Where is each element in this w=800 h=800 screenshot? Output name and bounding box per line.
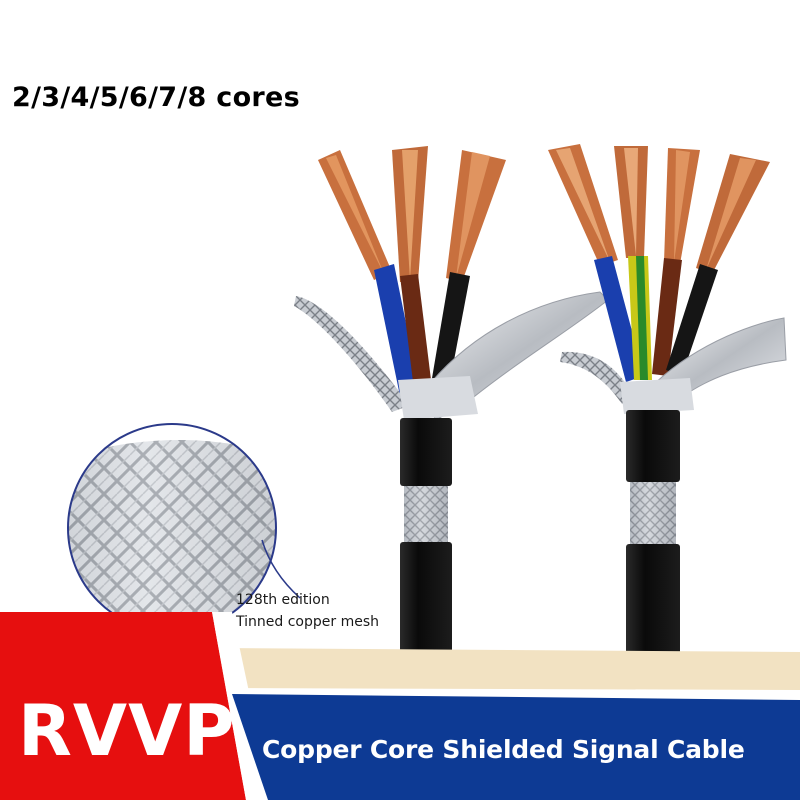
outer-jacket-lower [626, 544, 680, 664]
product-subtitle: Copper Core Shielded Signal Cable [262, 735, 745, 764]
bottom-banner [0, 612, 800, 800]
core-black [430, 272, 470, 392]
blue-banner [232, 694, 800, 800]
core-count-headline: 2/3/4/5/6/7/8 cores [12, 82, 301, 113]
core-blue [594, 256, 644, 382]
callout-line [261, 539, 301, 599]
outer-jacket-upper [400, 418, 452, 486]
core-brown [400, 274, 432, 390]
mesh-type-label: Tinned copper mesh [236, 614, 379, 630]
outer-jacket-lower [400, 542, 452, 662]
outer-jacket-upper [626, 410, 680, 482]
left-cable [294, 146, 609, 662]
core-blue [374, 264, 420, 396]
drain-braid [560, 351, 634, 404]
core-brown [652, 258, 682, 376]
core-black [666, 264, 718, 376]
drain-braid [294, 296, 408, 412]
copper-strands-icon [318, 146, 506, 282]
red-banner [0, 612, 246, 800]
cream-stripe [216, 648, 800, 690]
mesh-edition-label: 128th edition [236, 592, 330, 608]
model-name: RVVP [18, 690, 236, 772]
copper-strands-icon [548, 144, 770, 274]
right-cable [548, 144, 787, 664]
mesh-closeup [67, 423, 301, 633]
